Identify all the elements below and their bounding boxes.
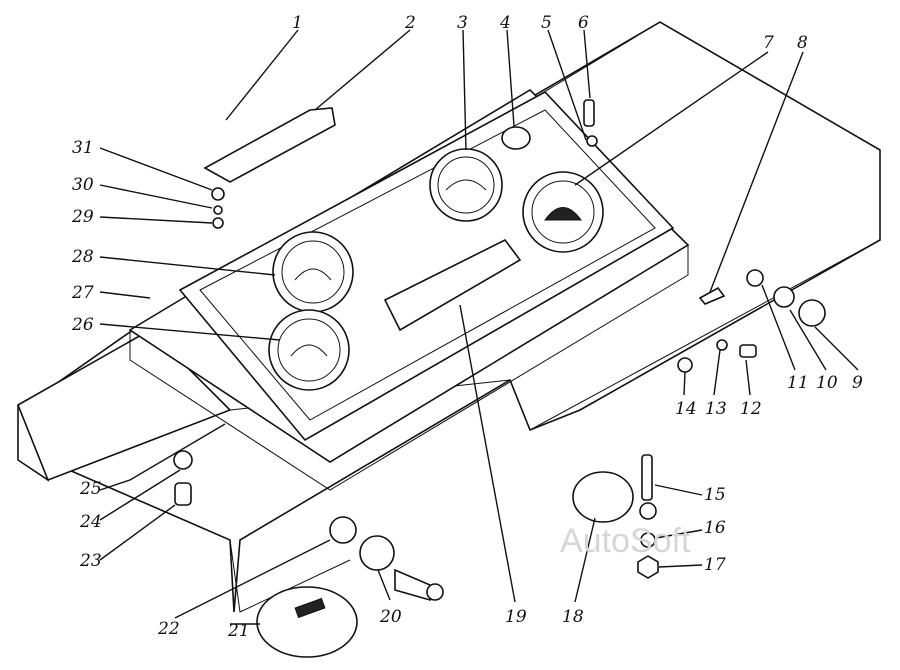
label-12: 12 xyxy=(740,399,762,419)
label-26: 26 xyxy=(71,315,94,335)
gauge-28 xyxy=(272,231,354,313)
label-14: 14 xyxy=(675,399,697,419)
gauge-26 xyxy=(268,309,350,391)
label-4: 4 xyxy=(499,13,511,33)
nameplate-19 xyxy=(383,238,522,332)
small-parts xyxy=(173,99,826,658)
label-28: 28 xyxy=(71,247,94,267)
label-5: 5 xyxy=(541,13,552,33)
label-10: 10 xyxy=(816,373,838,393)
label-20: 20 xyxy=(379,607,402,627)
label-31: 31 xyxy=(72,138,94,158)
label-29: 29 xyxy=(71,207,94,227)
label-22: 22 xyxy=(157,619,180,639)
label-9: 9 xyxy=(852,373,863,393)
label-2: 2 xyxy=(404,13,416,33)
label-13: 13 xyxy=(705,399,727,419)
label-16: 16 xyxy=(704,518,726,538)
label-3: 3 xyxy=(457,13,468,33)
watermark: AutoSoft xyxy=(560,522,691,560)
label-11: 11 xyxy=(787,373,809,393)
label-25: 25 xyxy=(79,479,102,499)
label-27: 27 xyxy=(71,283,94,303)
gauge-3 xyxy=(429,148,503,222)
label-30: 30 xyxy=(72,175,94,195)
lamp-4 xyxy=(501,126,531,150)
label-24: 24 xyxy=(79,512,102,532)
label-17: 17 xyxy=(704,555,726,575)
label-7: 7 xyxy=(763,33,774,53)
label-23: 23 xyxy=(79,551,102,571)
leader-lines xyxy=(99,29,859,625)
label-15: 15 xyxy=(704,485,726,505)
label-19: 19 xyxy=(505,607,527,627)
bracket-2 xyxy=(203,107,336,183)
label-1: 1 xyxy=(292,13,303,33)
gauge-7 xyxy=(522,171,604,253)
label-18: 18 xyxy=(562,607,584,627)
label-21: 21 xyxy=(227,621,250,641)
part-labels: 1 2 3 4 5 6 7 8 9 10 11 12 13 14 15 16 1… xyxy=(71,13,863,641)
label-6: 6 xyxy=(578,13,589,33)
label-8: 8 xyxy=(797,33,808,53)
